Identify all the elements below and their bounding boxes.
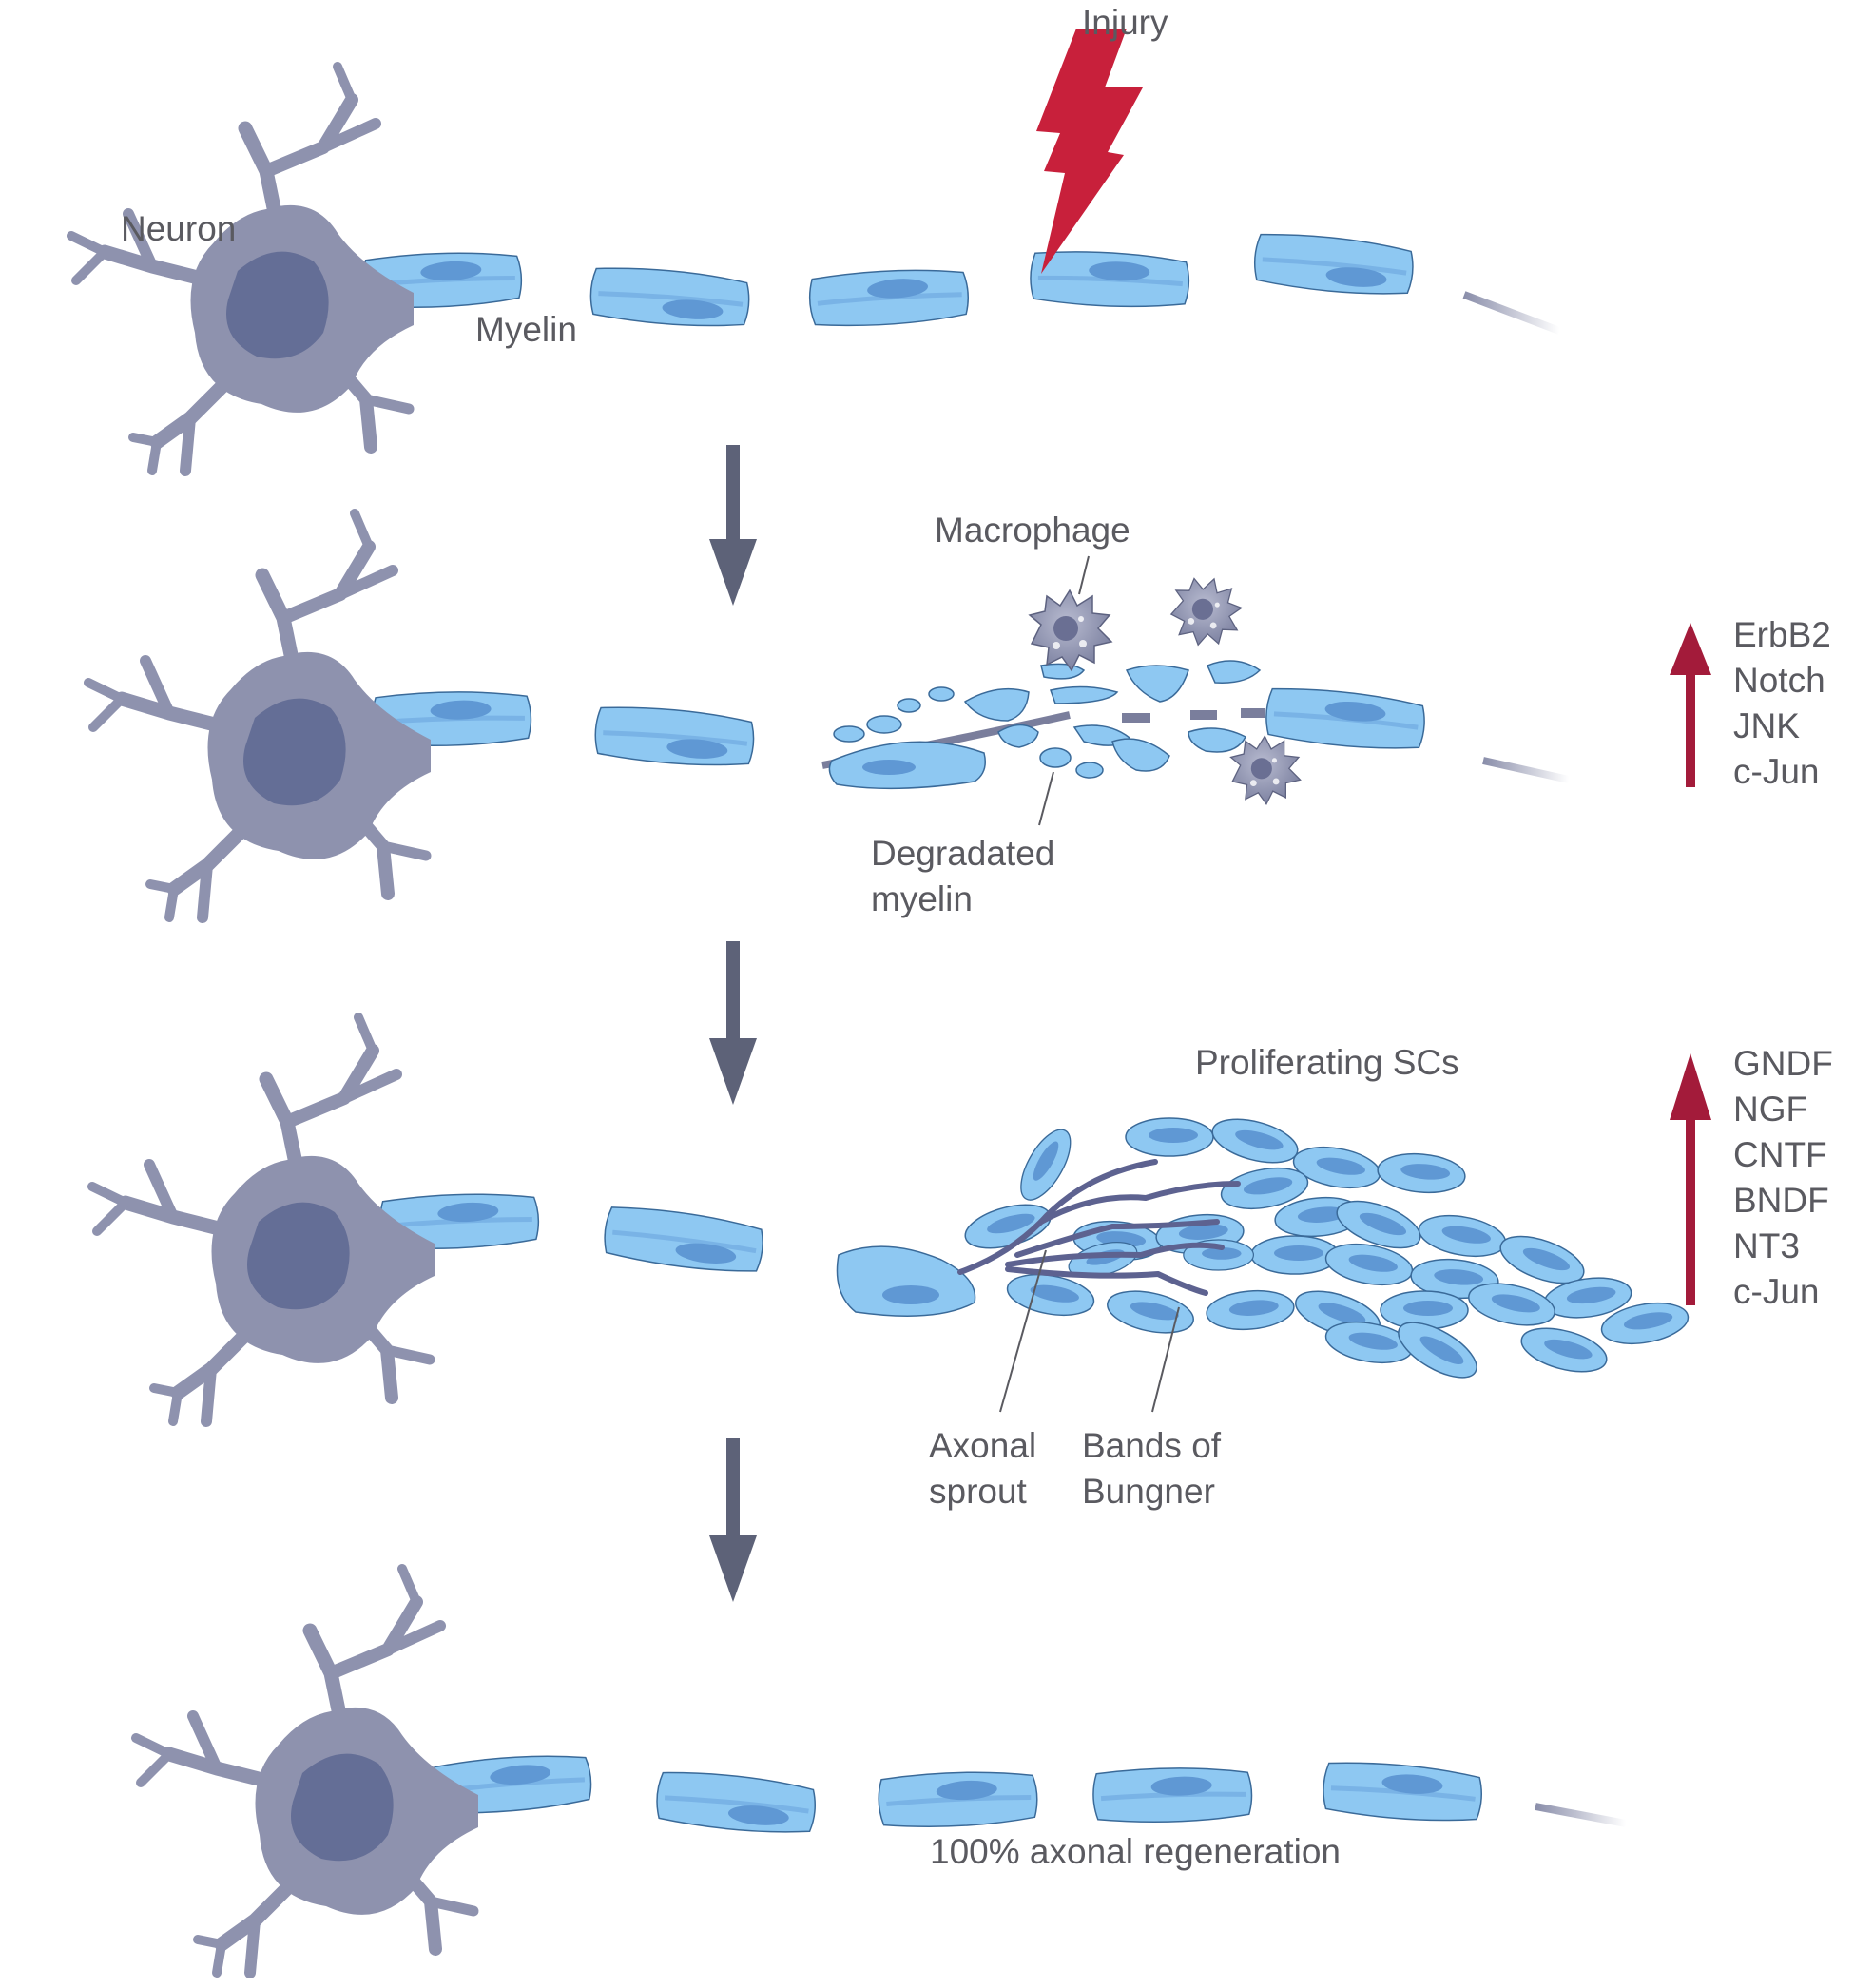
marker-item: JNK [1733,706,1800,745]
degraded-myelin-label: Degradated myelin [871,834,1065,918]
neuron-label: Neuron [121,209,236,248]
stage-1-intact-nerve [71,29,1561,471]
neuron-cell [88,513,431,917]
marker-item: BNDF [1733,1181,1829,1220]
axonal-sprout-pointer [999,1249,1047,1413]
down-arrow-icon [709,445,757,1602]
marker-item: NT3 [1733,1226,1800,1265]
neuron-cell [92,1017,435,1421]
stage-2-degeneration [372,569,1711,805]
bands-of-bungner-label: Bands of Bungner [1082,1426,1230,1511]
neuron-cell [71,67,414,471]
marker-item: c-Jun [1733,1272,1819,1311]
myelin-label: Myelin [475,310,577,349]
myelin-sheath [378,1190,765,1276]
marker-item: CNTF [1733,1135,1827,1174]
marker-item: c-Jun [1733,752,1819,791]
bands-of-bungner-pointer [1151,1306,1180,1413]
marker-item: NGF [1733,1090,1807,1129]
degraded-myelin-fragments [828,660,1262,790]
lightning-bolt-icon [1036,29,1143,274]
injury-label: Injury [1082,3,1168,42]
axonal-sprouts [957,1159,1241,1296]
myelin-sheath [431,1750,1483,1836]
stage-3-regeneration-tracks [378,1053,1711,1413]
proliferating-scs-label: Proliferating SCs [1195,1043,1459,1082]
marker-item: GNDF [1733,1044,1833,1083]
macrophage-label: Macrophage [935,511,1130,550]
axonal-sprout-label: Axonal sprout [929,1426,1046,1511]
regeneration-label: 100% axonal regeneration [930,1832,1341,1871]
stage-2-marker-list: ErbB2 Notch JNK c-Jun [1733,615,1831,791]
marker-item: Notch [1733,661,1825,700]
stage-3-marker-list: GNDF NGF CNTF BNDF NT3 c-Jun [1733,1044,1833,1311]
up-arrow-icon [1670,623,1711,787]
proliferating-schwann-cells [959,1110,1692,1390]
stage-4-regenerated-nerve [431,1750,1627,1836]
up-arrow-icon [1670,1053,1711,1305]
neuron-cell [136,1569,478,1973]
marker-item: ErbB2 [1733,615,1831,654]
